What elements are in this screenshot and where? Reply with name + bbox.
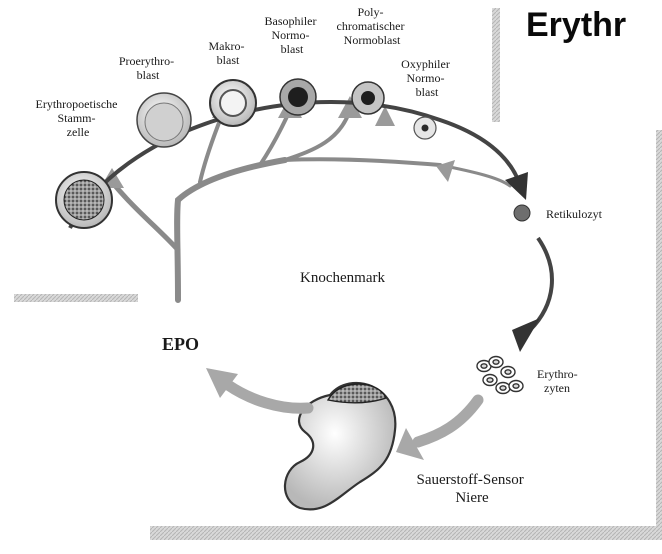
slide-title: Erythr <box>526 6 626 45</box>
stem-cell <box>56 172 112 228</box>
basophil-normoblast-cell <box>280 79 316 115</box>
reticulocyte-label: Retikulozyt <box>546 207 603 221</box>
bone-marrow-panel <box>6 0 492 294</box>
proerythroblast-cell <box>137 93 191 147</box>
epo-label: EPO <box>162 334 199 354</box>
reticulocyte-cell <box>514 205 530 221</box>
oxyphil-normoblast-cell <box>414 117 436 139</box>
bone-marrow-label: Knochenmark <box>300 270 385 286</box>
polychromatic-normoblast-cell <box>352 82 384 114</box>
macroblast-cell <box>210 80 256 126</box>
